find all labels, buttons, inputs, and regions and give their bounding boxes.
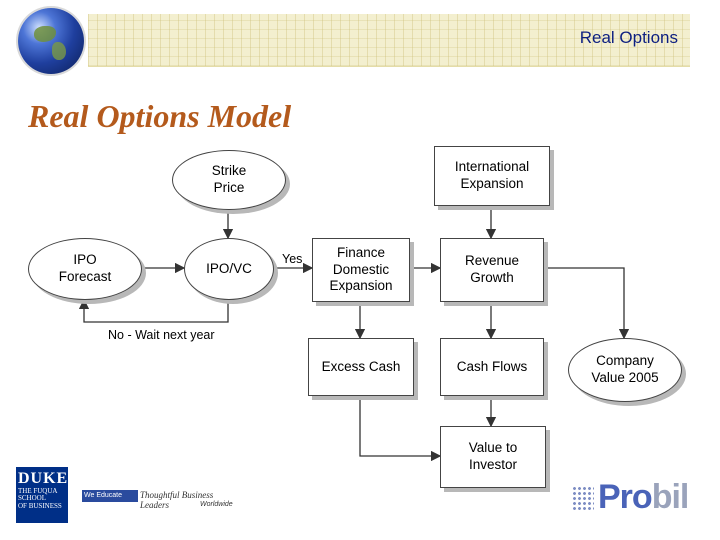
edge-revenue-company xyxy=(542,267,630,340)
label-yes: Yes xyxy=(282,252,303,266)
node-value-to-investor: Value to Investor xyxy=(440,426,546,488)
globe-logo-icon xyxy=(18,8,84,74)
header-band xyxy=(88,14,690,67)
node-strike-price: Strike Price xyxy=(172,150,286,210)
edge-excess-value xyxy=(359,394,442,462)
node-revenue-growth: Revenue Growth xyxy=(440,238,544,302)
node-ipo-vc: IPO/VC xyxy=(184,238,274,300)
node-company-value-2005: Company Value 2005 xyxy=(568,338,682,402)
probil-logo: Probil xyxy=(598,478,689,516)
node-excess-cash: Excess Cash xyxy=(308,338,414,396)
node-finance-domestic-expansion: Finance Domestic Expansion xyxy=(312,238,410,302)
node-international-expansion: International Expansion xyxy=(434,146,550,206)
node-cash-flows: Cash Flows xyxy=(440,338,544,396)
node-ipo-forecast: IPO Forecast xyxy=(28,238,142,300)
edge-wait-loop xyxy=(78,298,229,323)
fuqua-tagline-logo: We Educate Thoughtful Business Leaders W… xyxy=(82,490,233,510)
probil-dots-icon xyxy=(572,486,594,512)
page-title: Real Options Model xyxy=(28,98,292,134)
label-no-wait: No - Wait next year xyxy=(108,328,215,342)
header-title: Real Options xyxy=(579,28,678,47)
